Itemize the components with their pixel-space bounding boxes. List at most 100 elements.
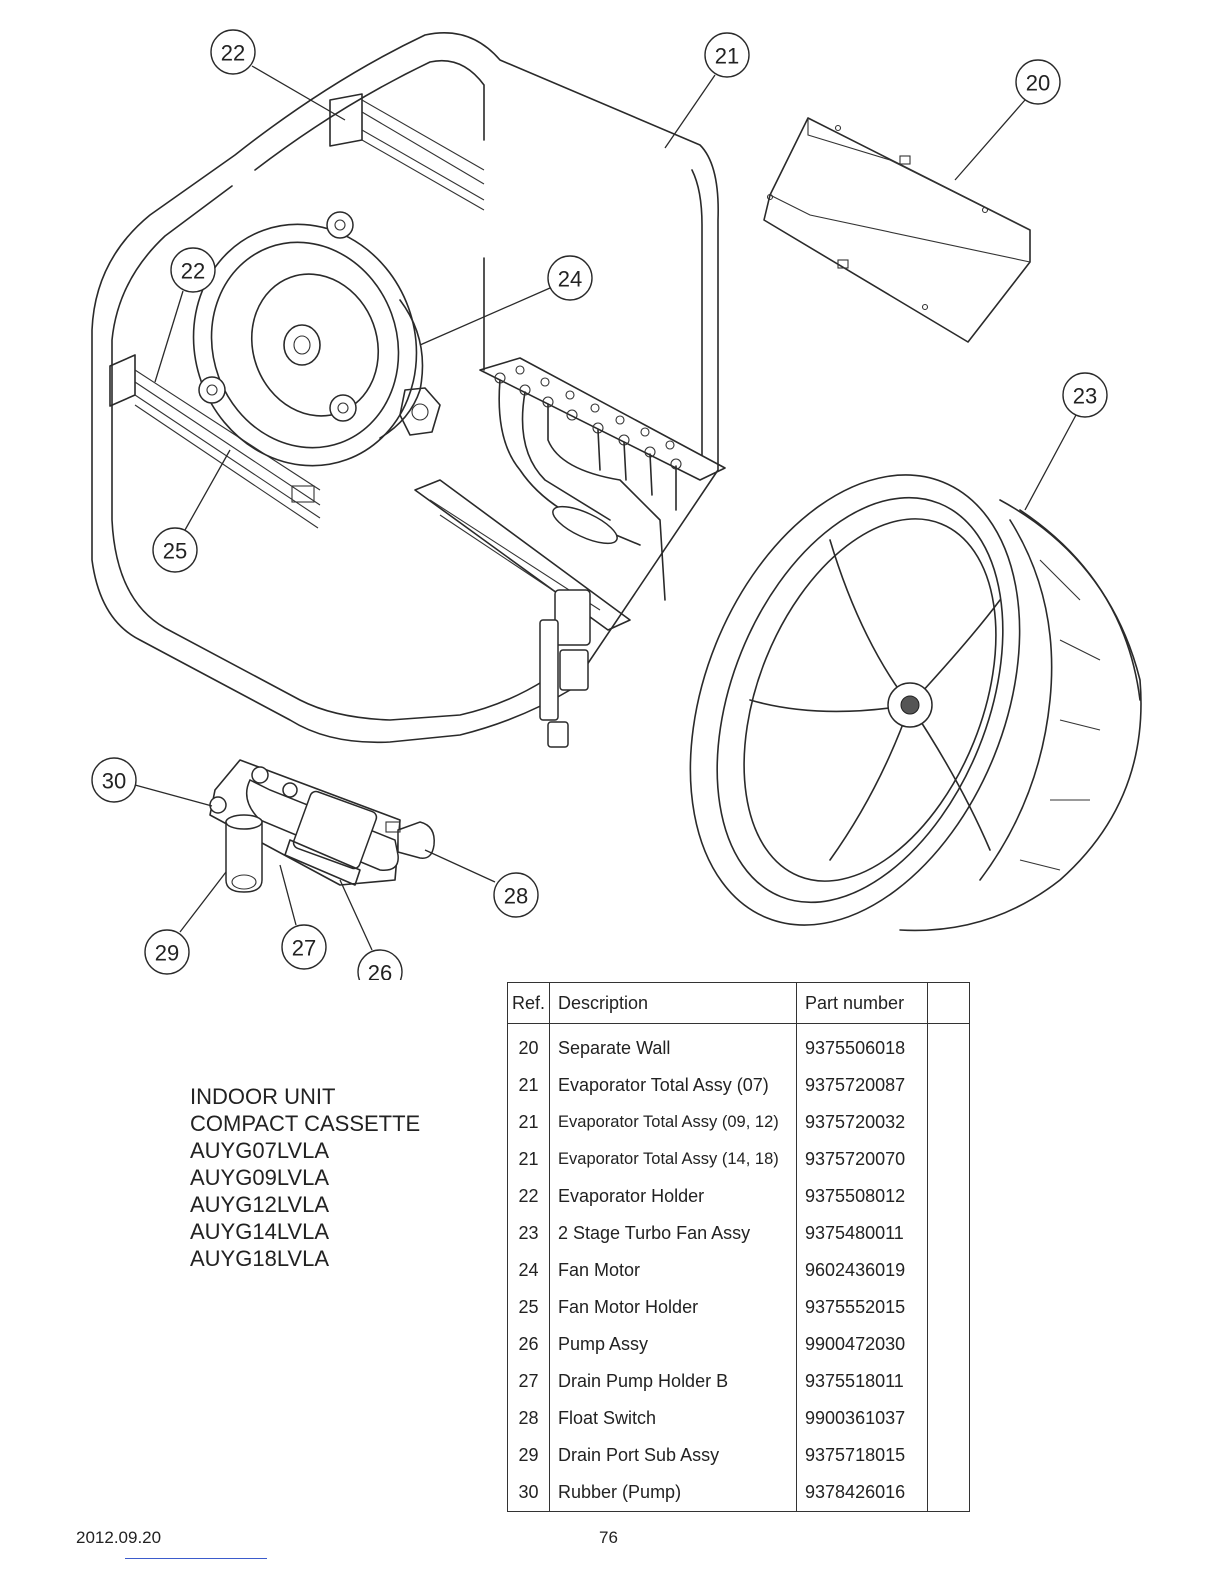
row-ref: 27 <box>506 1363 551 1400</box>
row-ref: 25 <box>506 1289 551 1326</box>
row-blank <box>927 1023 971 1067</box>
row-part-number: 9375480011 <box>796 1215 929 1252</box>
row-description: Pump Assy <box>549 1326 798 1363</box>
evaporator-frame <box>91 32 719 744</box>
row-description: 2 Stage Turbo Fan Assy <box>549 1215 798 1252</box>
svg-text:23: 23 <box>1073 384 1097 409</box>
row-ref: 22 <box>506 1178 551 1215</box>
callout-26: 26 <box>357 949 403 981</box>
svg-text:20: 20 <box>1026 71 1050 96</box>
svg-text:22: 22 <box>221 41 245 66</box>
row-description: Drain Pump Holder B <box>549 1363 798 1400</box>
fan-motor-assembly <box>192 211 441 467</box>
row-blank <box>927 1104 971 1141</box>
header-part-number: Part number <box>796 982 929 1024</box>
leader-lines <box>134 65 1077 951</box>
callout-30: 30 <box>91 757 137 803</box>
row-part-number: 9375720087 <box>796 1067 929 1104</box>
row-ref: 21 <box>506 1067 551 1104</box>
row-blank <box>927 1141 971 1178</box>
row-part-number: 9375552015 <box>796 1289 929 1326</box>
header-ref: Ref. <box>506 982 551 1024</box>
page-number: 76 <box>599 1528 618 1547</box>
row-description: Rubber (Pump) <box>549 1474 798 1512</box>
row-ref: 30 <box>506 1474 551 1512</box>
row-blank <box>927 1289 971 1326</box>
exploded-parts-diagram: 22 21 20 22 24 23 25 30 28 29 27 26 <box>91 29 1142 981</box>
callout-29: 29 <box>144 929 190 975</box>
row-description: Fan Motor Holder <box>549 1289 798 1326</box>
drain-pump-assembly <box>209 759 435 893</box>
footer-date: 2012.09.20 <box>76 1528 162 1547</box>
row-description: Drain Port Sub Assy <box>549 1437 798 1474</box>
row-ref: 24 <box>506 1252 551 1289</box>
row-blank <box>927 1178 971 1215</box>
row-part-number: 9375720032 <box>796 1104 929 1141</box>
row-blank <box>927 1215 971 1252</box>
row-part-number: 9900472030 <box>796 1326 929 1363</box>
svg-text:30: 30 <box>102 769 126 794</box>
row-blank <box>927 1437 971 1474</box>
piping-assembly <box>414 357 726 748</box>
header-description: Description <box>549 982 798 1024</box>
callout-20: 20 <box>1015 59 1061 105</box>
callout-23: 23 <box>1062 372 1108 418</box>
row-part-number: 9375508012 <box>796 1178 929 1215</box>
unit-subtype: COMPACT CASSETTE <box>190 1111 421 1136</box>
row-blank <box>927 1252 971 1289</box>
svg-text:25: 25 <box>163 539 187 564</box>
callout-27: 27 <box>281 924 327 970</box>
row-description: Evaporator Total Assy (07) <box>549 1067 798 1104</box>
svg-text:26: 26 <box>368 961 392 981</box>
model-number: AUYG09LVLA <box>190 1165 330 1190</box>
row-part-number: 9375518011 <box>796 1363 929 1400</box>
row-description: Float Switch <box>549 1400 798 1437</box>
row-part-number: 9375720070 <box>796 1141 929 1178</box>
svg-text:27: 27 <box>292 936 316 961</box>
svg-text:29: 29 <box>155 941 179 966</box>
row-ref: 28 <box>506 1400 551 1437</box>
unit-info-block: INDOOR UNIT COMPACT CASSETTE AUYG07LVLA … <box>190 1083 420 1272</box>
row-description: Evaporator Total Assy (09, 12) <box>549 1104 798 1141</box>
turbo-fan-part <box>689 474 1142 932</box>
model-number: AUYG07LVLA <box>190 1138 330 1163</box>
row-blank <box>927 1326 971 1363</box>
callout-22-top: 22 <box>210 29 256 75</box>
row-part-number: 9900361037 <box>796 1400 929 1437</box>
row-blank <box>927 1067 971 1104</box>
row-ref: 21 <box>506 1141 551 1178</box>
model-number: AUYG12LVLA <box>190 1192 330 1217</box>
header-blank <box>927 982 971 1024</box>
row-part-number: 9602436019 <box>796 1252 929 1289</box>
svg-text:21: 21 <box>715 44 739 69</box>
row-part-number: 9375506018 <box>796 1023 929 1067</box>
row-blank <box>927 1400 971 1437</box>
svg-text:22: 22 <box>181 259 205 284</box>
row-blank <box>927 1474 971 1512</box>
row-part-number: 9375718015 <box>796 1437 929 1474</box>
row-description: Separate Wall <box>549 1023 798 1067</box>
model-number: AUYG18LVLA <box>190 1246 330 1271</box>
callout-24: 24 <box>547 255 593 301</box>
callout-21: 21 <box>704 32 750 78</box>
row-blank <box>927 1363 971 1400</box>
row-ref: 23 <box>506 1215 551 1252</box>
callout-25: 25 <box>152 527 198 573</box>
svg-text:28: 28 <box>504 884 528 909</box>
parts-table-header: Ref. Description Part number <box>506 982 971 1024</box>
row-ref: 21 <box>506 1104 551 1141</box>
svg-text:24: 24 <box>558 267 582 292</box>
row-description: Fan Motor <box>549 1252 798 1289</box>
row-description: Evaporator Holder <box>549 1178 798 1215</box>
